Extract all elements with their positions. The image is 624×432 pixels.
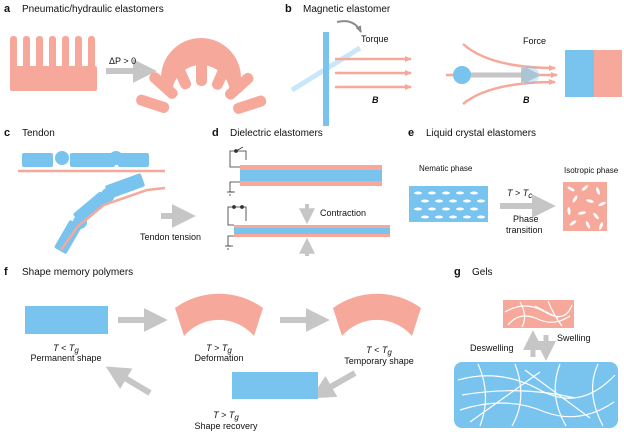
pressure-label: ΔP > 0: [109, 56, 136, 66]
recovered-shape: [232, 372, 318, 399]
dielectric-circuit-relaxed: [227, 146, 247, 196]
panel-a-letter: a: [4, 3, 11, 15]
field-b-label-2: B: [523, 95, 530, 105]
torque-arrow: [336, 20, 362, 33]
phase-transition-label-1: Phase: [513, 214, 539, 224]
gel-swollen: [454, 362, 618, 428]
panel-f-title: Shape memory polymers: [22, 267, 133, 278]
field-arrows-b1: [335, 56, 412, 90]
recovery-label: Shape recovery: [194, 421, 258, 431]
panel-g: g Gels Deswelling Swelling: [454, 266, 618, 428]
panel-e: e Liquid crystal elastomers Nematic phas…: [408, 127, 619, 235]
panel-g-title: Gels: [472, 267, 493, 278]
elastomer-fan-actuated: [136, 38, 267, 114]
torque-label: Torque: [361, 34, 389, 44]
panel-c: c Tendon Tendon tension: [4, 127, 201, 254]
tendon-bent: [54, 173, 166, 254]
nematic-mesogens: [414, 191, 485, 219]
phase-condition: T > Tc: [507, 188, 532, 200]
panel-c-title: Tendon: [22, 128, 55, 139]
deformation-label: Deformation: [194, 353, 243, 363]
elastomer-comb-rest: [10, 36, 97, 91]
swelling-label: Swelling: [557, 333, 591, 343]
isotropic-label: Isotropic phase: [564, 166, 619, 175]
nematic-label: Nematic phase: [419, 164, 473, 173]
magnet-south: [594, 50, 622, 97]
panel-b-title: Magnetic elastomer: [303, 4, 391, 15]
nematic-block: [409, 186, 488, 222]
tendon-straight: [18, 151, 165, 173]
panel-b-letter: b: [285, 3, 292, 15]
magnetic-particle: [453, 66, 471, 84]
panel-g-letter: g: [454, 266, 461, 278]
dielectric-relaxed: [240, 165, 382, 186]
permanent-label: Permanent shape: [30, 353, 101, 363]
contraction-label: Contraction: [320, 208, 366, 218]
magnet-bar-vertical: [323, 32, 329, 126]
gel-deswollen: [503, 300, 574, 328]
temporary-shape: [333, 293, 421, 336]
panel-b: b Magnetic elastomer Torque B Force B: [285, 3, 622, 126]
panel-a: a Pneumatic/hydraulic elastomers ΔP > 0: [4, 3, 267, 114]
arrow-to-recovery: [310, 370, 357, 399]
panel-f: f Shape memory polymers T < Tg Permanent…: [4, 266, 421, 431]
panel-d-title: Dielectric elastomers: [230, 128, 323, 139]
panel-f-letter: f: [4, 266, 8, 278]
panel-d: d Dielectric elastomers: [212, 127, 390, 256]
arrow-to-permanent: [105, 366, 152, 396]
field-b-label-1: B: [372, 95, 379, 105]
deformation-condition: T > Tg: [206, 343, 232, 355]
isotropic-mesogens: [567, 185, 606, 230]
dielectric-contracted: [234, 225, 390, 237]
magnet-north: [565, 50, 594, 97]
panel-e-title: Liquid crystal elastomers: [426, 128, 536, 139]
panel-c-letter: c: [4, 127, 10, 139]
gel-network-large: [457, 363, 616, 427]
force-label: Force: [523, 36, 546, 46]
deswelling-label: Deswelling: [470, 343, 514, 353]
dielectric-circuit-active: [225, 205, 247, 250]
panel-a-title: Pneumatic/hydraulic elastomers: [22, 4, 164, 15]
temporary-condition: T < Tg: [366, 345, 392, 357]
deformation-shape: [175, 293, 263, 336]
phase-transition-label-2: transition: [506, 225, 543, 235]
panel-d-letter: d: [212, 127, 219, 139]
recovery-condition: T > Tg: [213, 410, 239, 422]
panel-e-letter: e: [408, 127, 414, 139]
gel-network-small: [504, 300, 573, 328]
permanent-shape: [25, 306, 108, 334]
permanent-condition: T < Tg: [53, 343, 79, 355]
magnetic-particle-moved: [521, 66, 539, 84]
temporary-label: Temporary shape: [344, 356, 414, 366]
tendon-tension-label: Tendon tension: [140, 232, 201, 242]
